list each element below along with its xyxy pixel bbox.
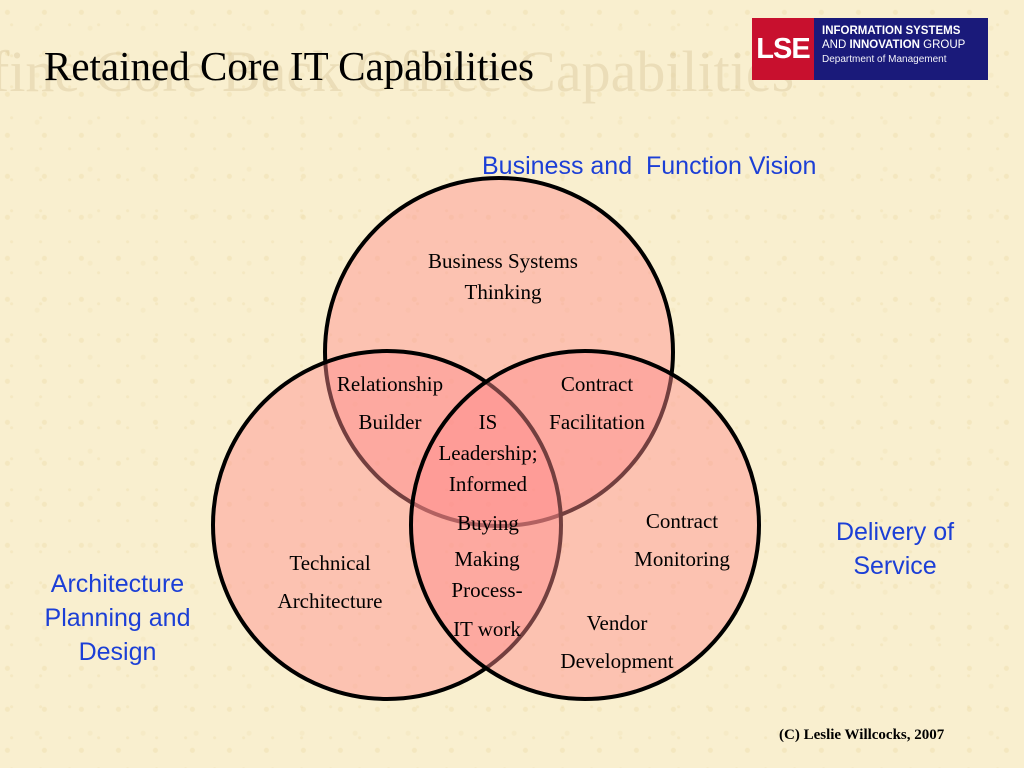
region-right-line-4: Development bbox=[560, 649, 674, 673]
region-center-line-1: IS bbox=[478, 410, 498, 434]
region-center-line-3: Informed bbox=[448, 472, 528, 496]
logo-line-2: AND INNOVATION GROUP bbox=[822, 38, 965, 52]
region-left-right-line-2: Process- bbox=[451, 578, 523, 602]
logo-line-2b: INNOVATION bbox=[849, 39, 920, 51]
logo-text: INFORMATION SYSTEMS AND INNOVATION GROUP… bbox=[814, 18, 965, 80]
region-center-line-4: Buying bbox=[457, 511, 519, 535]
venn-circle-right bbox=[409, 349, 761, 701]
region-left-only: Technical Architecture bbox=[278, 544, 383, 620]
region-left-right: Making Process- IT work bbox=[451, 544, 522, 645]
region-left-line-2: Architecture bbox=[277, 589, 383, 613]
label-architecture-line-1: Architecture bbox=[50, 570, 185, 598]
logo-line-1: INFORMATION SYSTEMS bbox=[822, 25, 961, 37]
lse-logo-mark: LSE bbox=[752, 18, 814, 80]
region-left-line-1: Technical bbox=[289, 551, 371, 575]
logo-line-3: Department of Management bbox=[822, 54, 947, 65]
label-business-function-vision: Business and Function Vision bbox=[482, 152, 817, 180]
region-right-line-3: Vendor bbox=[586, 611, 648, 635]
background-watermark-title: fine Core Back Office Capabilities bbox=[0, 39, 795, 104]
copyright-notice: (C) Leslie Willcocks, 2007 bbox=[779, 727, 945, 743]
label-architecture-line-3: Design bbox=[78, 638, 157, 666]
region-left-right-line-1: Making bbox=[454, 547, 520, 571]
region-center: IS Leadership; Informed Buying bbox=[438, 407, 537, 539]
region-center-line-2: Leadership; bbox=[438, 441, 538, 465]
label-delivery-of-service: Delivery of Service bbox=[820, 515, 970, 583]
venn-circle-top bbox=[323, 176, 675, 528]
logo-line-2c: GROUP bbox=[919, 39, 966, 51]
label-delivery-line-1: Delivery of bbox=[835, 518, 955, 546]
label-architecture-planning-design: Architecture Planning and Design bbox=[30, 567, 205, 669]
region-right-line-2: Monitoring bbox=[634, 547, 730, 571]
venn-circle-left bbox=[211, 349, 563, 701]
region-left-right-line-3: IT work bbox=[453, 617, 521, 641]
logo-line-2a: AND bbox=[822, 39, 850, 51]
region-top-left: Relationship Builder bbox=[337, 365, 443, 441]
region-top-right: Contract Facilitation bbox=[549, 365, 645, 441]
region-top-line-2: Thinking bbox=[464, 280, 542, 304]
region-top-right-line-2: Facilitation bbox=[549, 410, 645, 434]
region-right-vendor: Vendor Development bbox=[560, 604, 673, 680]
region-top-left-line-2: Builder bbox=[358, 410, 422, 434]
region-right-line-1: Contract bbox=[645, 509, 719, 533]
page-title: Retained Core IT Capabilities bbox=[44, 43, 534, 89]
region-top-left-line-1: Relationship bbox=[336, 372, 444, 396]
region-top-line-1: Business Systems bbox=[428, 249, 578, 273]
label-delivery-line-2: Service bbox=[853, 552, 937, 580]
lse-logo: LSE INFORMATION SYSTEMS AND INNOVATION G… bbox=[752, 18, 988, 80]
region-top-right-line-1: Contract bbox=[560, 372, 634, 396]
label-architecture-line-2: Planning and bbox=[44, 604, 191, 632]
region-top-only: Business Systems Thinking bbox=[428, 246, 578, 308]
region-right-monitoring: Contract Monitoring bbox=[634, 502, 730, 578]
